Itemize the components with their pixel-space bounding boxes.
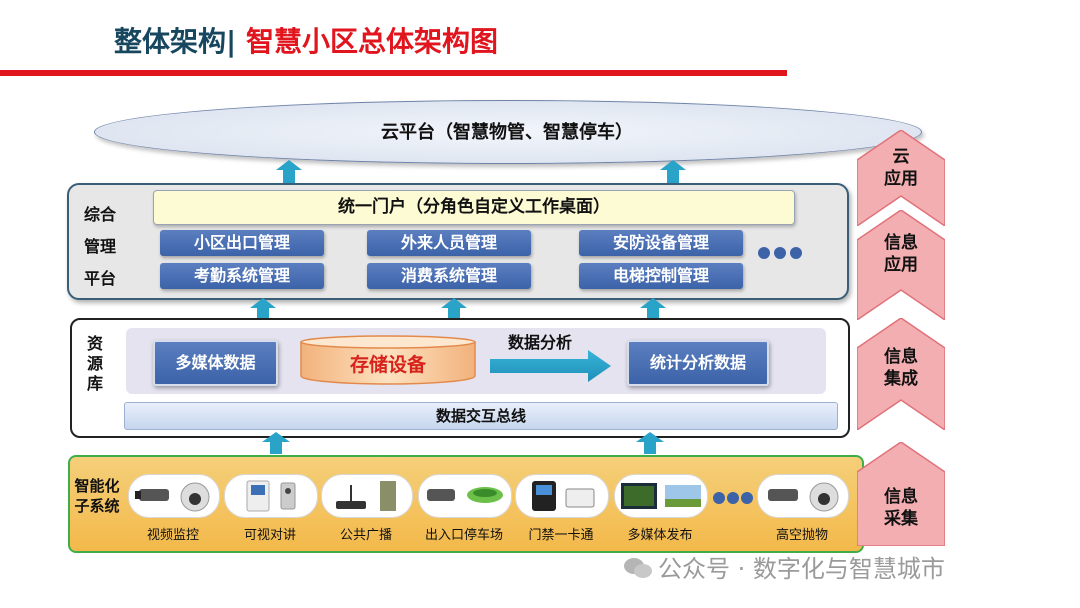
side-arrow-cloud-app <box>857 130 945 226</box>
data-exchange-bus[interactable]: 数据交互总线 <box>124 402 838 430</box>
up-arrow-2 <box>660 160 686 184</box>
unified-portal[interactable]: 统一门户（分角色自定义工作桌面） <box>153 190 795 225</box>
wechat-icon <box>623 556 653 584</box>
up-arrow-5 <box>640 298 666 320</box>
video-surveillance-image[interactable] <box>128 474 220 518</box>
storage-device-label: 存储设备 <box>349 354 426 376</box>
high-altitude-throwing-image[interactable] <box>757 474 849 518</box>
title-prefix: 整体架构| <box>114 25 237 58</box>
data-analysis-label: 数据分析 <box>508 333 573 352</box>
module-attendance[interactable]: 考勤系统管理 <box>160 263 324 289</box>
device-label-throwing: 高空抛物 <box>775 528 828 543</box>
multimedia-release-image[interactable] <box>614 474 708 518</box>
cloud-platform-label: 云平台（智慧物管、智慧停车） <box>381 122 633 143</box>
management-side-label: 综合 管理 平台 <box>83 205 116 288</box>
up-arrow-3 <box>250 298 276 320</box>
module-elevator[interactable]: 电梯控制管理 <box>579 263 743 289</box>
page-title: 整体架构| 智慧小区总体架构图 <box>114 20 498 60</box>
multimedia-data-box[interactable]: 多媒体数据 <box>153 340 278 386</box>
statistical-analysis-data-box[interactable]: 统计分析数据 <box>627 340 769 386</box>
module-security-device[interactable]: 安防设备管理 <box>579 230 743 256</box>
side-arrow-info-app <box>857 210 945 320</box>
module-visitor[interactable]: 外来人员管理 <box>367 230 531 256</box>
watermark-text: 公众号 · 数字化与智慧城市 <box>658 555 945 583</box>
device-label-video: 视频监控 <box>146 528 199 543</box>
device-label-parking: 出入口停车场 <box>424 528 503 543</box>
device-label-intercom: 可视对讲 <box>243 528 296 543</box>
side-arrow-info-collection <box>857 442 945 546</box>
storage-device-cylinder[interactable] <box>299 334 477 386</box>
cloud-platform-ellipse <box>94 100 922 164</box>
device-label-multimedia: 多媒体发布 <box>627 528 693 543</box>
side-arrow-info-collection-label: 信息采集 <box>884 487 918 529</box>
device-label-access: 门禁一卡通 <box>528 528 594 543</box>
up-arrow-7 <box>636 432 664 454</box>
video-intercom-image[interactable] <box>224 474 318 518</box>
title-main: 智慧小区总体架构图 <box>245 25 498 58</box>
side-arrow-info-integration <box>857 318 945 430</box>
side-arrow-info-integration-label: 信息集成 <box>884 347 918 389</box>
up-arrow-4 <box>441 298 467 320</box>
public-broadcast-image[interactable] <box>321 474 413 518</box>
module-community-exit[interactable]: 小区出口管理 <box>160 230 324 256</box>
resource-side-label: 资 源 库 <box>86 334 103 393</box>
data-analysis-arrow <box>490 350 611 382</box>
title-underline <box>0 70 787 76</box>
side-arrow-info-app-label: 信息应用 <box>884 233 918 275</box>
device-label-broadcast: 公共广播 <box>339 528 392 543</box>
parking-entrance-image[interactable] <box>418 474 512 518</box>
subsystem-side-label: 智能化 子系统 <box>74 477 120 515</box>
up-arrow-6 <box>262 432 290 454</box>
access-card-image[interactable] <box>515 474 609 518</box>
side-arrow-cloud-app-label: 云应用 <box>884 147 918 189</box>
up-arrow-1 <box>276 160 302 184</box>
module-consumption[interactable]: 消费系统管理 <box>367 263 531 289</box>
